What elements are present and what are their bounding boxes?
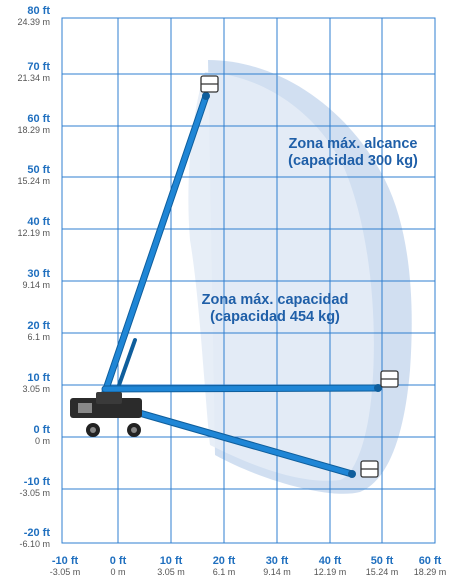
max-reach-capacity: (capacidad 300 kg) xyxy=(288,153,418,169)
machine-chassis xyxy=(70,392,142,437)
platforms xyxy=(200,75,399,478)
x-tick-label: -10 ft-3.05 m xyxy=(49,555,81,577)
max-capacity-capacity: (capacidad 454 kg) xyxy=(210,309,340,325)
y-tick-label: -20 ft-6.10 m xyxy=(19,527,50,549)
max-capacity-zone xyxy=(188,72,374,481)
max-reach-zone-label: Zona máx. alcance (capacidad 300 kg) xyxy=(268,136,438,170)
max-capacity-zone-label: Zona máx. capacidad (capacidad 454 kg) xyxy=(190,292,360,326)
booms xyxy=(101,92,382,478)
max-capacity-title: Zona máx. capacidad xyxy=(201,292,349,308)
y-tick-label: -10 ft-3.05 m xyxy=(19,476,50,498)
max-reach-title: Zona máx. alcance xyxy=(288,136,418,152)
